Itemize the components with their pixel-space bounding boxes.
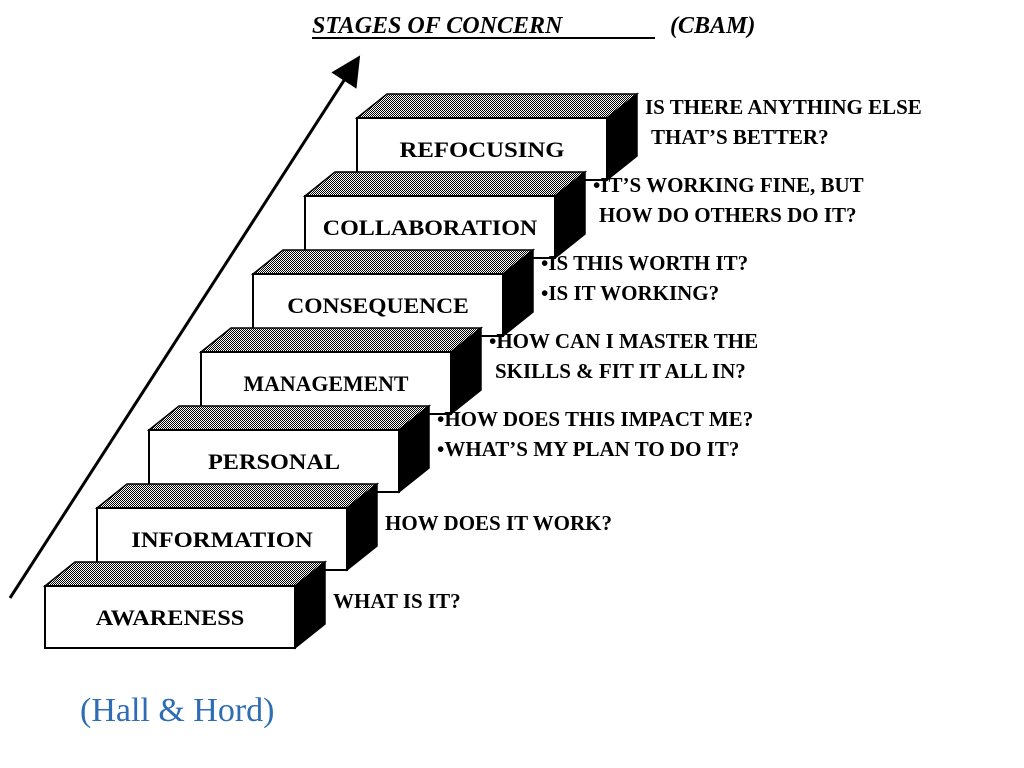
stage-concern-personal: •HOW DOES THIS IMPACT ME?: [437, 407, 753, 431]
step-front-face: [96, 507, 348, 571]
step-front-face: [44, 585, 296, 649]
stage-label-information: INFORMATION: [131, 527, 313, 552]
stage-step-awareness: AWARENESS WHAT IS IT?: [42, 560, 461, 650]
title-sub: (CBAM): [670, 13, 755, 39]
stage-concern-awareness: WHAT IS IT?: [333, 589, 461, 613]
stage-concern-collaboration: HOW DO OTHERS DO IT?: [599, 203, 857, 227]
stage-step-information: INFORMATION HOW DOES IT WORK?: [94, 482, 612, 572]
staircase: REFOCUSING IS THERE ANYTHING ELSE THAT’S B…: [42, 92, 922, 650]
progress-arrow: [8, 55, 361, 599]
step-top-face: [94, 483, 380, 509]
step-front-face: [304, 195, 556, 259]
stage-label-awareness: AWARENESS: [96, 605, 245, 630]
step-top-face: [250, 249, 536, 275]
step-top-face: [354, 93, 640, 119]
stage-concern-management: SKILLS & FIT IT ALL IN?: [495, 359, 746, 383]
stage-label-refocusing: REFOCUSING: [400, 137, 565, 162]
stage-step-consequence: CONSEQUENCE •IS THIS WORTH IT? •IS IT WORK…: [250, 248, 748, 338]
step-top-face: [302, 171, 588, 197]
stage-step-management: MANAGEMENT •HOW CAN I MASTER THE SKILLS & …: [198, 326, 758, 416]
diagram-title: STAGES OF CONCERN (CBAM): [312, 13, 755, 39]
step-front-face: [148, 429, 400, 493]
stage-label-personal: PERSONAL: [208, 449, 340, 474]
stage-label-consequence: CONSEQUENCE: [287, 293, 469, 318]
step-front-face: [356, 117, 608, 181]
title-main: STAGES OF CONCERN: [312, 13, 564, 39]
stage-label-collaboration: COLLABORATION: [323, 215, 538, 240]
step-front-face: [200, 351, 452, 415]
stage-concern-refocusing: THAT’S BETTER?: [651, 125, 829, 149]
stage-concern-refocusing: IS THERE ANYTHING ELSE: [645, 95, 922, 119]
step-top-face: [198, 327, 484, 353]
step-top-face: [146, 405, 432, 431]
stage-concern-consequence: •IS IT WORKING?: [541, 281, 719, 305]
stage-concern-personal: •WHAT’S MY PLAN TO DO IT?: [437, 437, 739, 461]
stage-concern-collaboration: •IT’S WORKING FINE, BUT: [593, 173, 864, 197]
citation: (Hall & Hord): [80, 692, 275, 729]
stage-step-refocusing: REFOCUSING IS THERE ANYTHING ELSE THAT’S B…: [354, 92, 922, 182]
stage-concern-information: HOW DOES IT WORK?: [385, 511, 612, 535]
stage-step-collaboration: COLLABORATION •IT’S WORKING FINE, BUT HOW …: [302, 170, 864, 260]
step-top-face: [42, 561, 328, 587]
stage-concern-management: •HOW CAN I MASTER THE: [489, 329, 758, 353]
stage-label-management: MANAGEMENT: [244, 371, 409, 396]
stage-step-personal: PERSONAL •HOW DOES THIS IMPACT ME? •WHAT’S…: [146, 404, 753, 494]
stage-concern-consequence: •IS THIS WORTH IT?: [541, 251, 748, 275]
